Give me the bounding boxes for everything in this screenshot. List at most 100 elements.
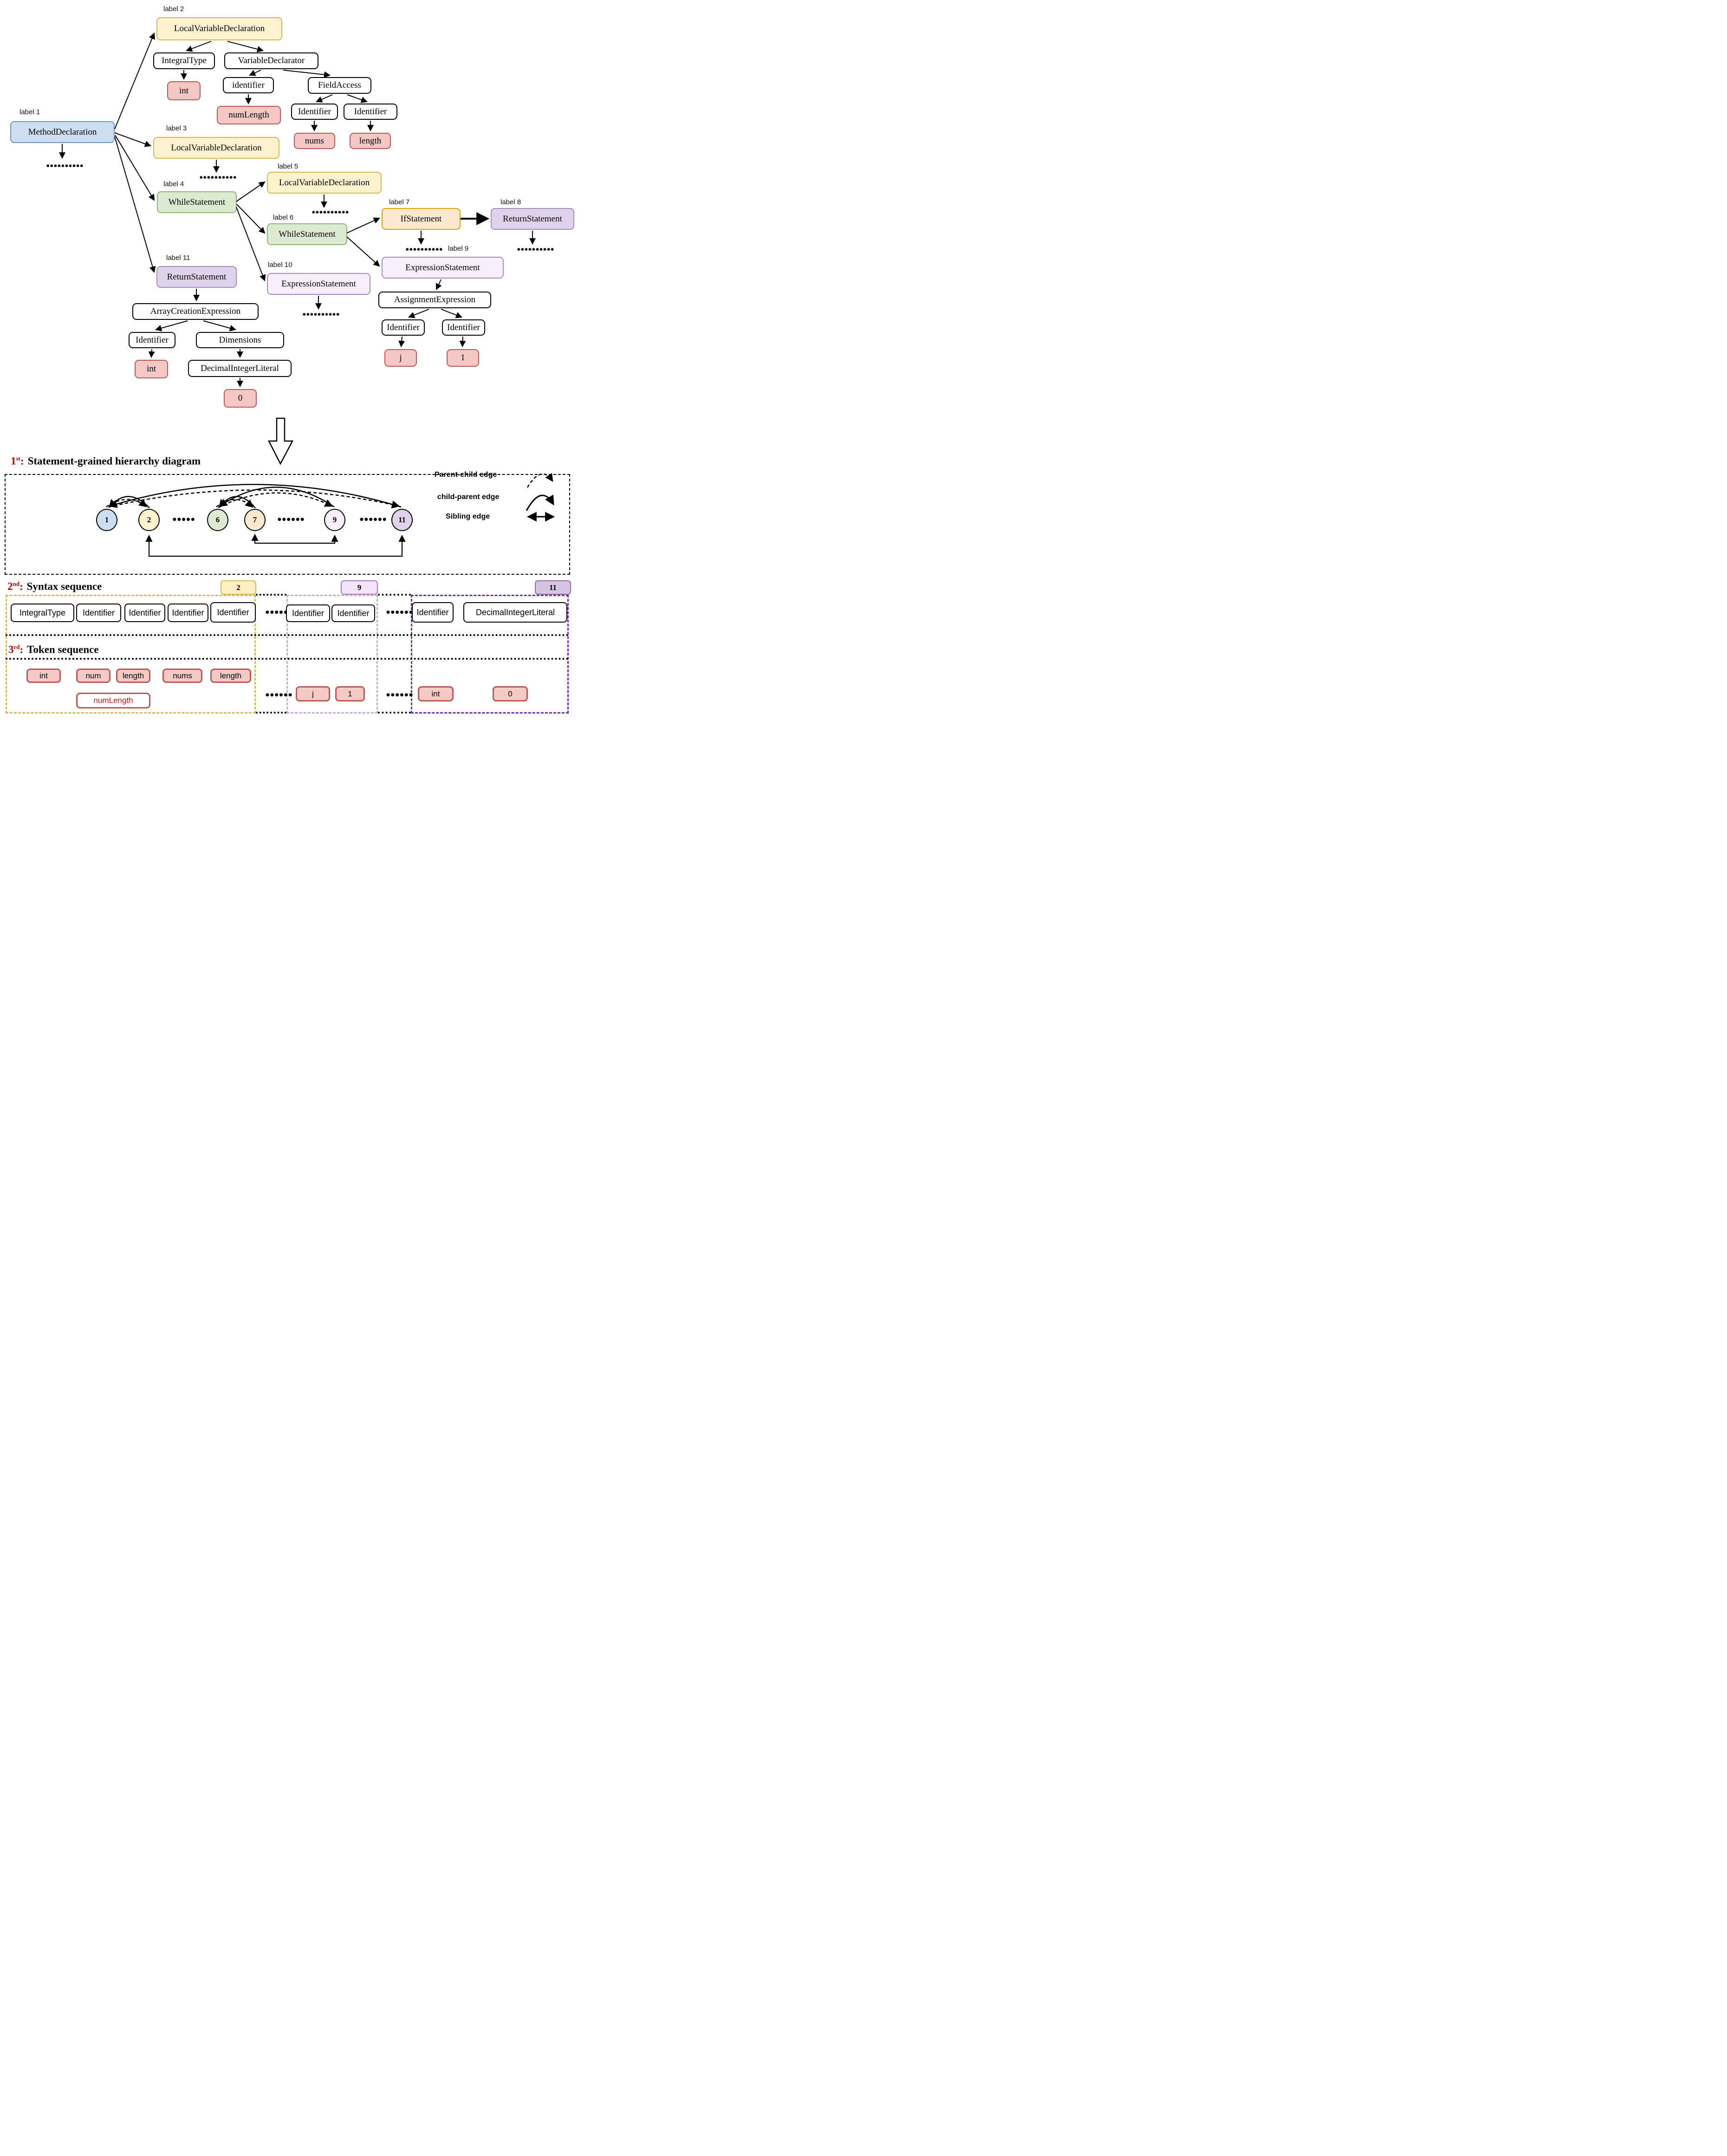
tree-node-method-declaration: MethodDeclaration <box>10 121 115 143</box>
token-length-2: length <box>210 669 251 683</box>
section2-title-text: Syntax sequence <box>26 580 102 592</box>
tree-label-2: label 2 <box>163 5 184 13</box>
token-j: j <box>296 686 330 701</box>
tree-node-while-statement-6: WhileStatement <box>267 223 347 245</box>
section1-ordinal: 1 <box>11 455 16 467</box>
tree-node-array-creation-expression: ArrayCreationExpression <box>132 303 259 320</box>
syntax-identifier-3: Identifier <box>168 604 208 622</box>
group-box-9 <box>286 595 378 714</box>
syntax-identifier-5: Identifier <box>286 604 330 622</box>
dotted-bottom-gap-a <box>256 712 286 714</box>
syntax-decimal-integer-literal: DecimalIntegerLiteral <box>463 602 567 623</box>
dotted-bottom-gap-b <box>378 712 411 714</box>
tree-label-4: label 4 <box>163 180 184 188</box>
tree-token-zero: 0 <box>224 389 257 408</box>
ellipsis-method-declaration: ●●●●●●●●●● <box>46 163 84 168</box>
tree-label-11: label 11 <box>166 254 190 262</box>
token-nums: nums <box>162 669 202 683</box>
tree-label-9: label 9 <box>448 245 469 253</box>
tree-node-identifier-c: Identifier <box>129 332 175 348</box>
tree-node-local-variable-declaration-5: LocalVariableDeclaration <box>267 172 382 194</box>
section3-colon: : <box>19 643 24 656</box>
syntax-identifier-7: Identifier <box>412 602 454 623</box>
token-length-1: length <box>116 669 150 683</box>
section2-title: 2nd:Syntax sequence <box>7 580 102 593</box>
tree-token-numlength: numLength <box>217 106 281 124</box>
tree-node-identifier-d: Identifier <box>382 319 425 336</box>
tree-token-j: j <box>384 349 417 367</box>
hierarchy-circle-7: 7 <box>244 509 266 531</box>
tree-token-nums: nums <box>294 133 335 149</box>
ellipsis-lvd3: ●●●●●●●●●● <box>200 175 237 179</box>
tree-label-10: label 10 <box>268 261 292 269</box>
tree-node-identifier-b: Identifier <box>344 104 397 120</box>
token-num: num <box>76 669 110 683</box>
token-zero: 0 <box>493 686 528 701</box>
big-down-arrow <box>267 417 294 465</box>
token-one: 1 <box>335 686 365 701</box>
tree-node-local-variable-declaration-3: LocalVariableDeclaration <box>153 137 279 159</box>
tree-token-length: length <box>350 133 391 149</box>
hierarchy-diagram-box <box>5 474 570 575</box>
tree-node-identifier-a: Identifier <box>291 104 338 120</box>
ellipsis-lvd5: ●●●●●●●●●● <box>312 210 350 214</box>
section1-colon: : <box>20 455 24 467</box>
tree-node-expression-statement-9: ExpressionStatement <box>382 257 504 279</box>
tree-node-identifier-e: Identifier <box>442 319 485 336</box>
tree-node-if-statement-7: IfStatement <box>382 208 461 230</box>
ellipsis-es10: ●●●●●●●●●● <box>303 312 340 316</box>
token-numlength: numLength <box>76 693 150 708</box>
group-box-2 <box>6 595 256 714</box>
tree-node-while-statement-4: WhileStatement <box>157 191 237 213</box>
section1-title-text: Statement-grained hierarchy diagram <box>27 455 201 467</box>
tree-label-7: label 7 <box>389 198 410 206</box>
tree-node-return-statement-11: ReturnStatement <box>156 266 237 288</box>
tree-token-one: 1 <box>447 349 479 367</box>
section2-ordinal: 2 <box>7 580 13 592</box>
tree-label-6: label 6 <box>273 214 294 221</box>
tree-node-local-variable-declaration-2: LocalVariableDeclaration <box>156 17 282 40</box>
tree-token-int-2: int <box>135 360 168 378</box>
legend-sibling: Sibling edge <box>446 513 490 520</box>
tree-label-5: label 5 <box>278 162 299 170</box>
section1-ordinal-suffix: st <box>16 455 20 462</box>
ast-figure: label 1 label 2 label 3 label 4 label 5 … <box>0 0 576 719</box>
tree-token-int: int <box>167 81 201 100</box>
legend-child-parent: child-parent edge <box>437 493 500 501</box>
hierarchy-circle-2: 2 <box>138 509 160 531</box>
section2-ordinal-suffix: nd <box>13 580 19 587</box>
section3-ordinal: 3 <box>8 643 14 656</box>
section1-title: 1st:Statement-grained hierarchy diagram <box>11 455 201 468</box>
tree-label-1: label 1 <box>19 108 40 116</box>
syntax-identifier-2: Identifier <box>124 604 165 622</box>
tree-node-dimensions: Dimensions <box>196 332 284 348</box>
tree-node-variable-declarator: VariableDeclarator <box>224 52 318 69</box>
tree-node-integral-type: IntegralType <box>153 52 215 69</box>
group-tab-11: 11 <box>535 580 571 595</box>
ellipsis-circles-b: ●●●●●● <box>278 517 305 522</box>
ellipsis-circles-c: ●●●●●● <box>360 517 388 522</box>
dotted-divider-syntax <box>6 634 569 636</box>
legend-parent-child: Parent-child edge <box>435 471 497 479</box>
syntax-identifier-1: Identifier <box>76 604 121 622</box>
ellipsis-syntax-a: ●●●●●● <box>266 610 293 615</box>
ellipsis-if7: ●●●●●●●●●● <box>406 247 443 251</box>
ellipsis-syntax-b: ●●●●●● <box>386 610 414 615</box>
hierarchy-circle-9: 9 <box>324 509 345 531</box>
section3-title: 3rd:Token sequence <box>8 643 99 656</box>
dotted-divider-token <box>6 658 569 660</box>
hierarchy-circle-6: 6 <box>207 509 228 531</box>
tree-node-field-access: FieldAccess <box>308 77 371 94</box>
tree-node-assignment-expression: AssignmentExpression <box>378 292 491 308</box>
group-tab-2: 2 <box>221 580 256 595</box>
section2-colon: : <box>19 580 23 592</box>
ellipsis-circles-a: ●●●●● <box>173 517 196 522</box>
tree-label-8: label 8 <box>500 198 521 206</box>
syntax-integral-type: IntegralType <box>11 604 74 622</box>
tree-node-identifier-lowercase: identifier <box>223 77 274 93</box>
dotted-top-gap-b <box>378 594 411 596</box>
syntax-identifier-6: Identifier <box>331 604 375 622</box>
tree-node-return-statement-8: ReturnStatement <box>491 208 574 230</box>
ellipsis-rs8: ●●●●●●●●●● <box>517 247 555 251</box>
tree-node-expression-statement-10: ExpressionStatement <box>267 273 370 295</box>
